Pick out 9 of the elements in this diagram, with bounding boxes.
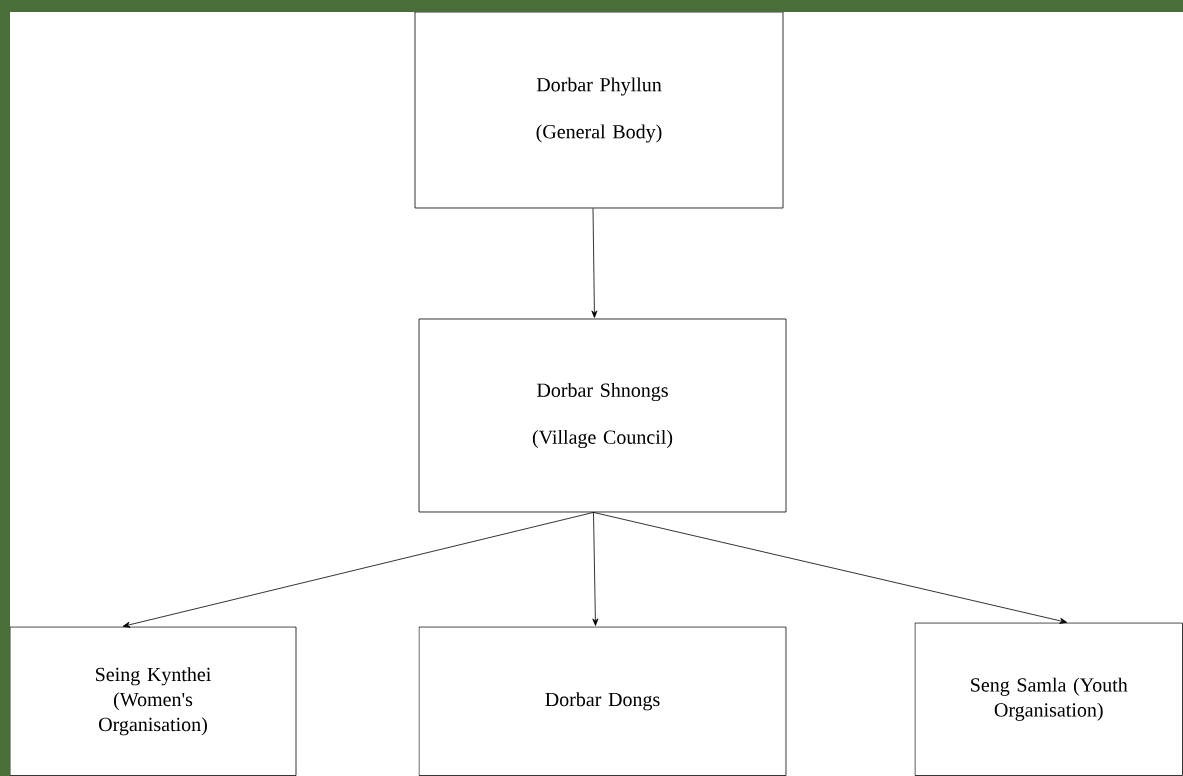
arrow [122,512,594,628]
arrow [593,512,1068,624]
org-box: Dorbar Shnongs (Village Council) [418,318,787,513]
org-box: Seing Kynthei (Women's Organisation) [9,626,297,776]
org-box: Dorbar Dongs [418,626,787,776]
arrow [592,512,599,626]
arrow [591,208,598,318]
org-box: Seng Samla (Youth Organisation) [914,622,1183,776]
org-box: Dorbar Phyllun (General Body) [414,11,784,209]
